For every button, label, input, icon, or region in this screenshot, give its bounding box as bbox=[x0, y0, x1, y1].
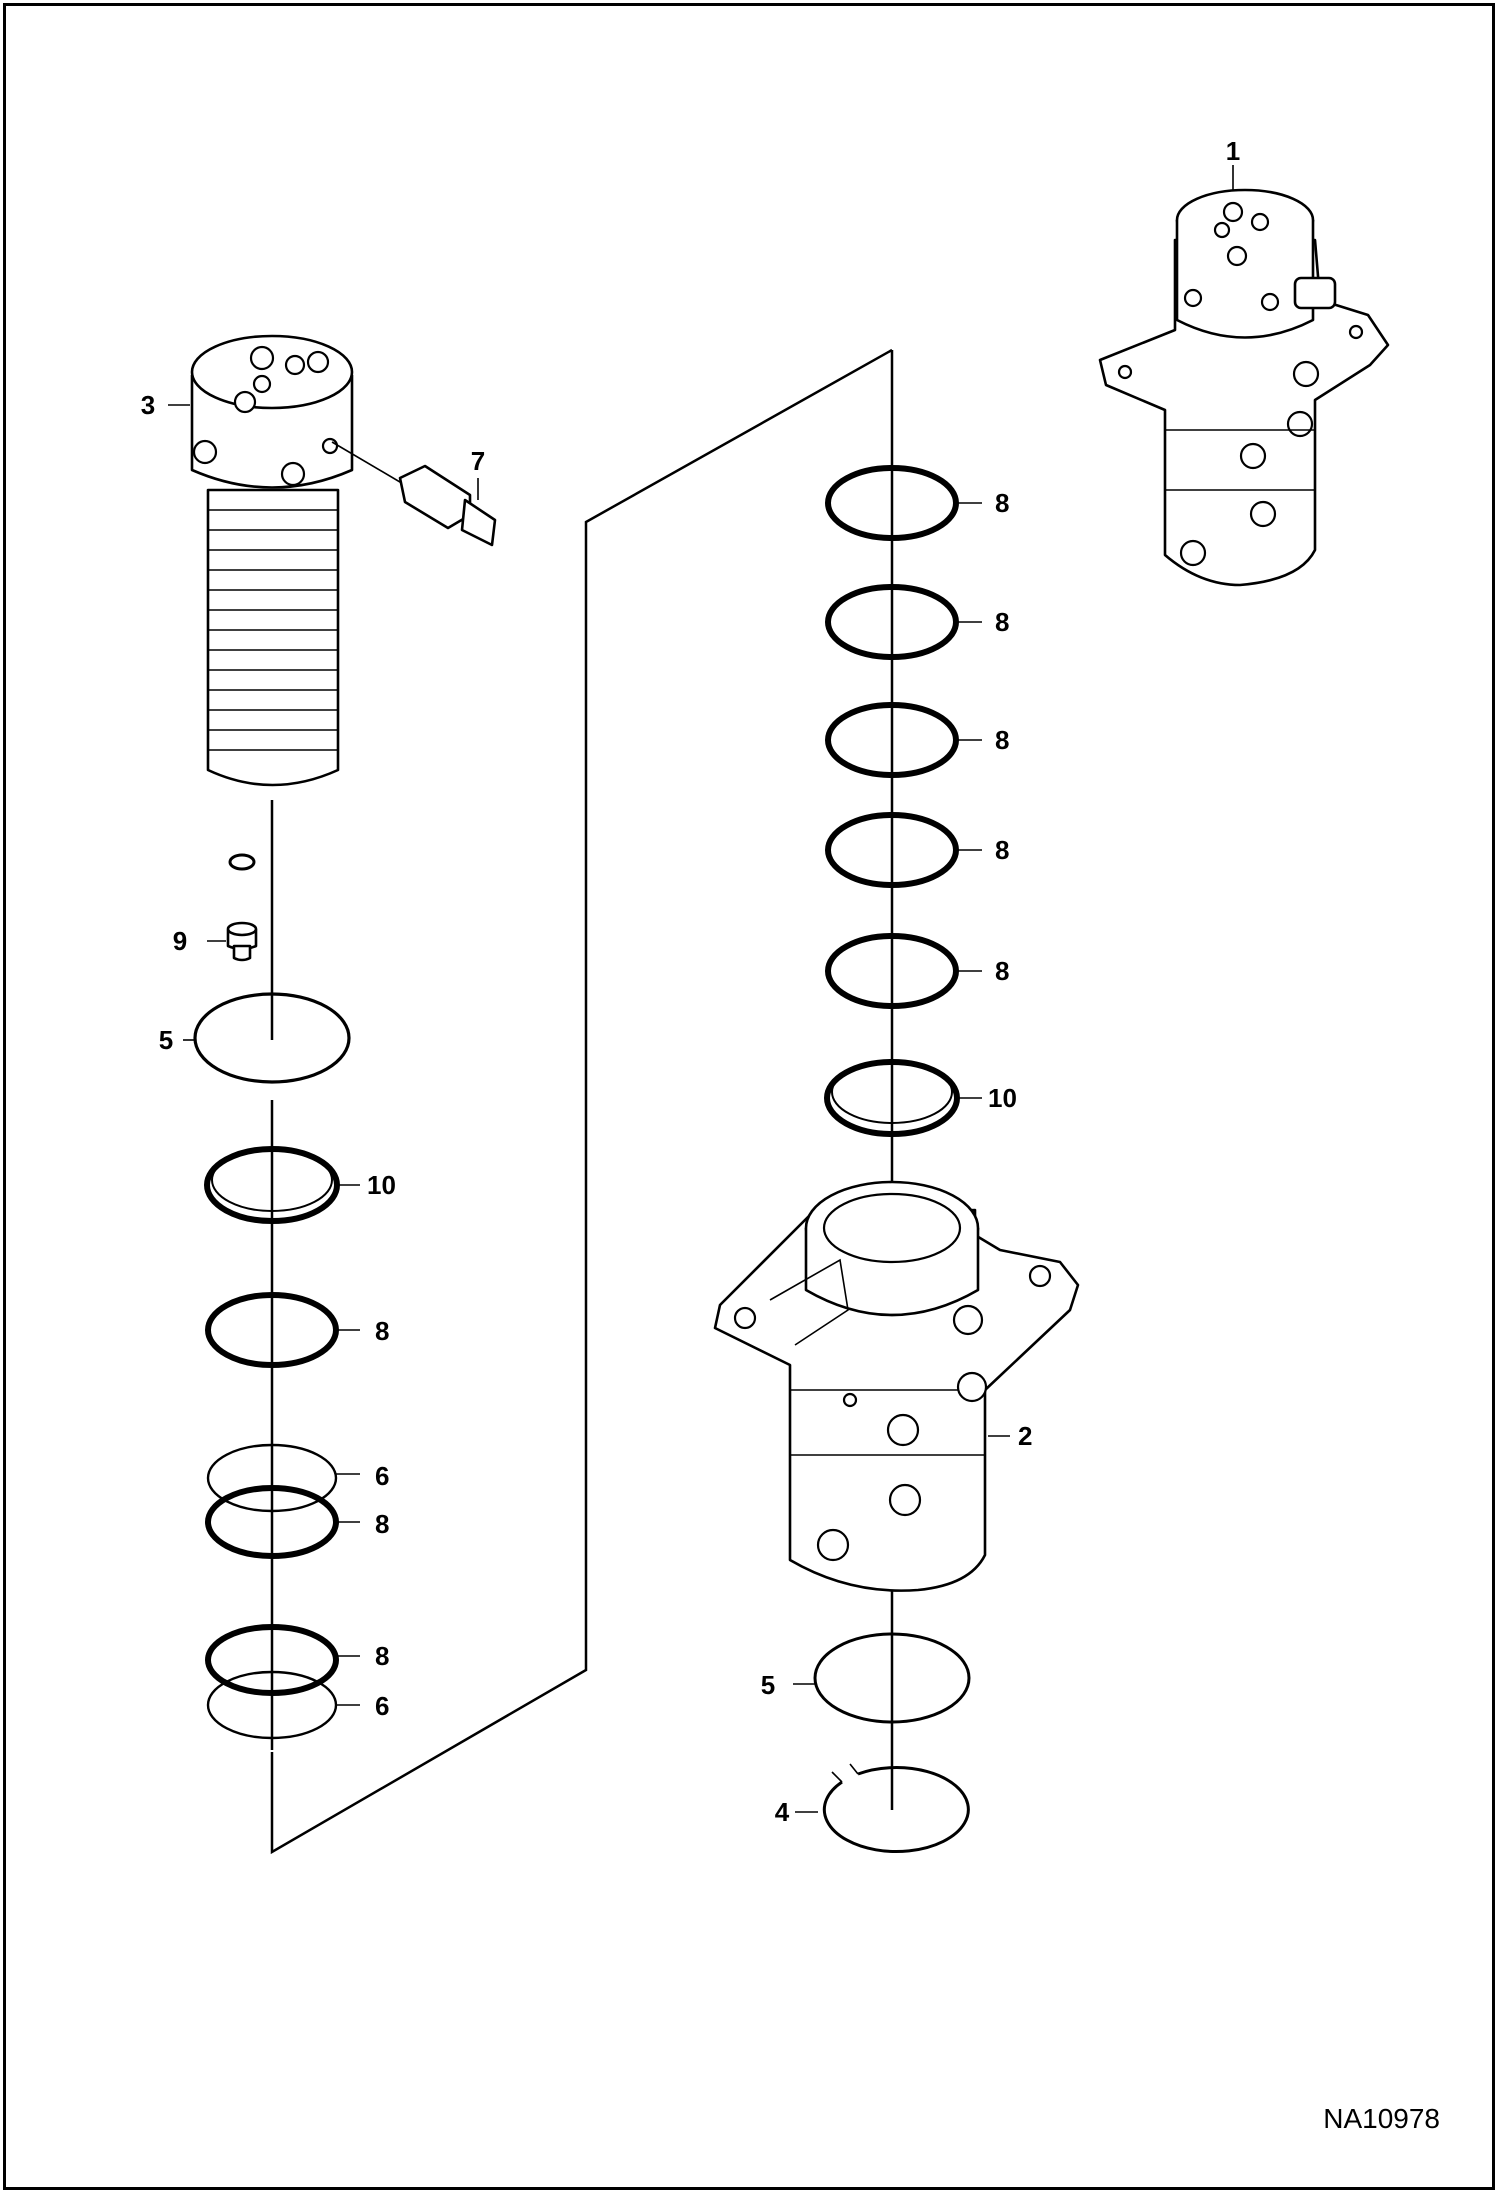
callout-6-a: 6 bbox=[375, 1461, 389, 1491]
callout-8-right-a: 8 bbox=[995, 488, 1009, 518]
callout-10-left: 10 bbox=[367, 1170, 396, 1200]
part-7-fitting bbox=[331, 441, 497, 547]
part-9-plug bbox=[207, 921, 258, 962]
callout-3: 3 bbox=[141, 390, 155, 420]
small-o-ring bbox=[228, 853, 256, 871]
callout-1: 1 bbox=[1226, 136, 1240, 166]
left-ring-5 bbox=[193, 992, 351, 1084]
part-1-swivel-assembly bbox=[1098, 165, 1390, 587]
callout-8-left-a: 8 bbox=[375, 1316, 389, 1346]
callout-5-right: 5 bbox=[761, 1670, 775, 1700]
callout-7: 7 bbox=[471, 446, 485, 476]
right-ring-5 bbox=[813, 1632, 971, 1724]
callout-6-b: 6 bbox=[375, 1691, 389, 1721]
part-4-snap-ring bbox=[795, 1763, 970, 1854]
document-id: NA10978 bbox=[1323, 2103, 1440, 2134]
callout-5-left: 5 bbox=[159, 1025, 173, 1055]
part-3-spool-shaft bbox=[168, 334, 354, 787]
callout-10-right: 10 bbox=[988, 1083, 1017, 1113]
part-2-housing bbox=[713, 1180, 1080, 1592]
drawing-frame bbox=[3, 3, 1495, 2190]
callout-8-left-b: 8 bbox=[375, 1509, 389, 1539]
callout-8-right-d: 8 bbox=[995, 835, 1009, 865]
callout-8-right-c: 8 bbox=[995, 725, 1009, 755]
callout-2: 2 bbox=[1018, 1421, 1032, 1451]
callout-8-left-c: 8 bbox=[375, 1641, 389, 1671]
callout-4: 4 bbox=[775, 1797, 790, 1827]
callout-8-right-b: 8 bbox=[995, 607, 1009, 637]
left-ring-6-a bbox=[206, 1443, 338, 1513]
assembly-path-line bbox=[270, 348, 893, 1855]
callout-8-right-e: 8 bbox=[995, 956, 1009, 986]
callout-9: 9 bbox=[173, 926, 187, 956]
left-ring-8-c bbox=[205, 1624, 339, 1696]
